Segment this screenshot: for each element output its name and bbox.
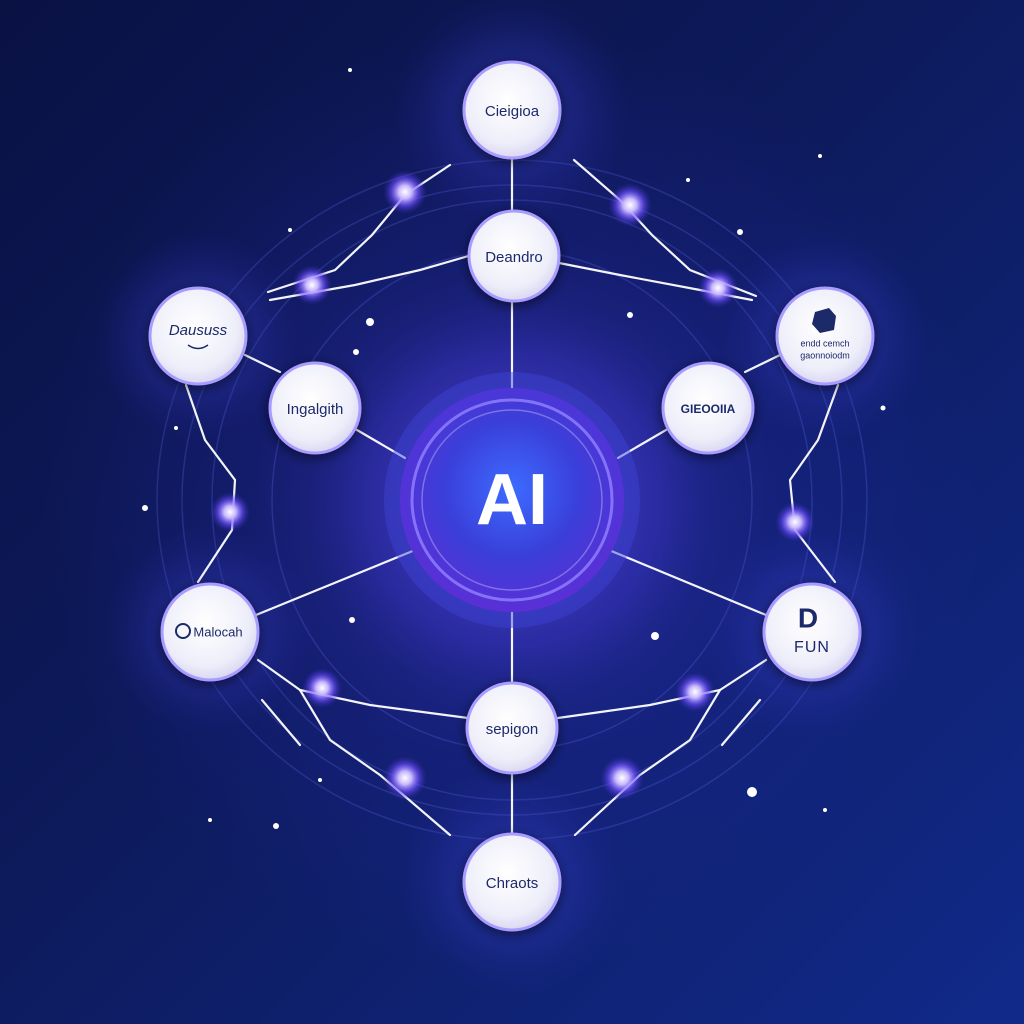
node-top[interactable]: Cieigioa — [462, 60, 562, 160]
smile-mark-icon — [187, 344, 209, 350]
hub-label: AI — [476, 460, 548, 540]
node-upper-right-line1: endd cemch — [800, 338, 849, 348]
node-lower-right-label: FUN — [794, 639, 830, 656]
node-lower-left-label: Malocah — [193, 624, 242, 639]
node-lower-right[interactable]: D FUN — [762, 582, 862, 682]
node-bottom[interactable]: Chraots — [462, 832, 562, 932]
node-bottom-label: Chraots — [486, 875, 539, 892]
node-mid-left[interactable]: Ingalgith — [268, 361, 362, 455]
shield-logo-icon — [812, 308, 836, 333]
spark-points — [210, 170, 815, 800]
node-upper-center-label: Deandro — [485, 249, 543, 266]
node-upper-right-line2: gaonnoiodm — [800, 350, 850, 360]
node-lower-center-label: sepigon — [486, 721, 539, 738]
node-top-label: Cieigioa — [485, 103, 540, 120]
node-upper-left-label: Daususs — [169, 322, 228, 339]
node-lower-center[interactable]: sepigon — [465, 681, 559, 775]
node-lower-left[interactable]: Malocah — [160, 582, 260, 682]
node-upper-left[interactable]: Daususs — [148, 286, 248, 386]
particles — [142, 68, 886, 829]
node-mid-left-label: Ingalgith — [287, 401, 344, 418]
node-mid-right-label: GIEOOIIA — [681, 402, 736, 416]
node-upper-center[interactable]: Deandro — [467, 209, 561, 303]
ai-hub[interactable]: AI — [384, 372, 640, 628]
node-lower-right-mark: D — [798, 602, 818, 633]
node-lower-left-logo-icon — [175, 623, 191, 639]
node-upper-right[interactable]: endd cemch gaonnoiodm — [775, 286, 875, 386]
node-mid-right[interactable]: GIEOOIIA — [661, 361, 755, 455]
